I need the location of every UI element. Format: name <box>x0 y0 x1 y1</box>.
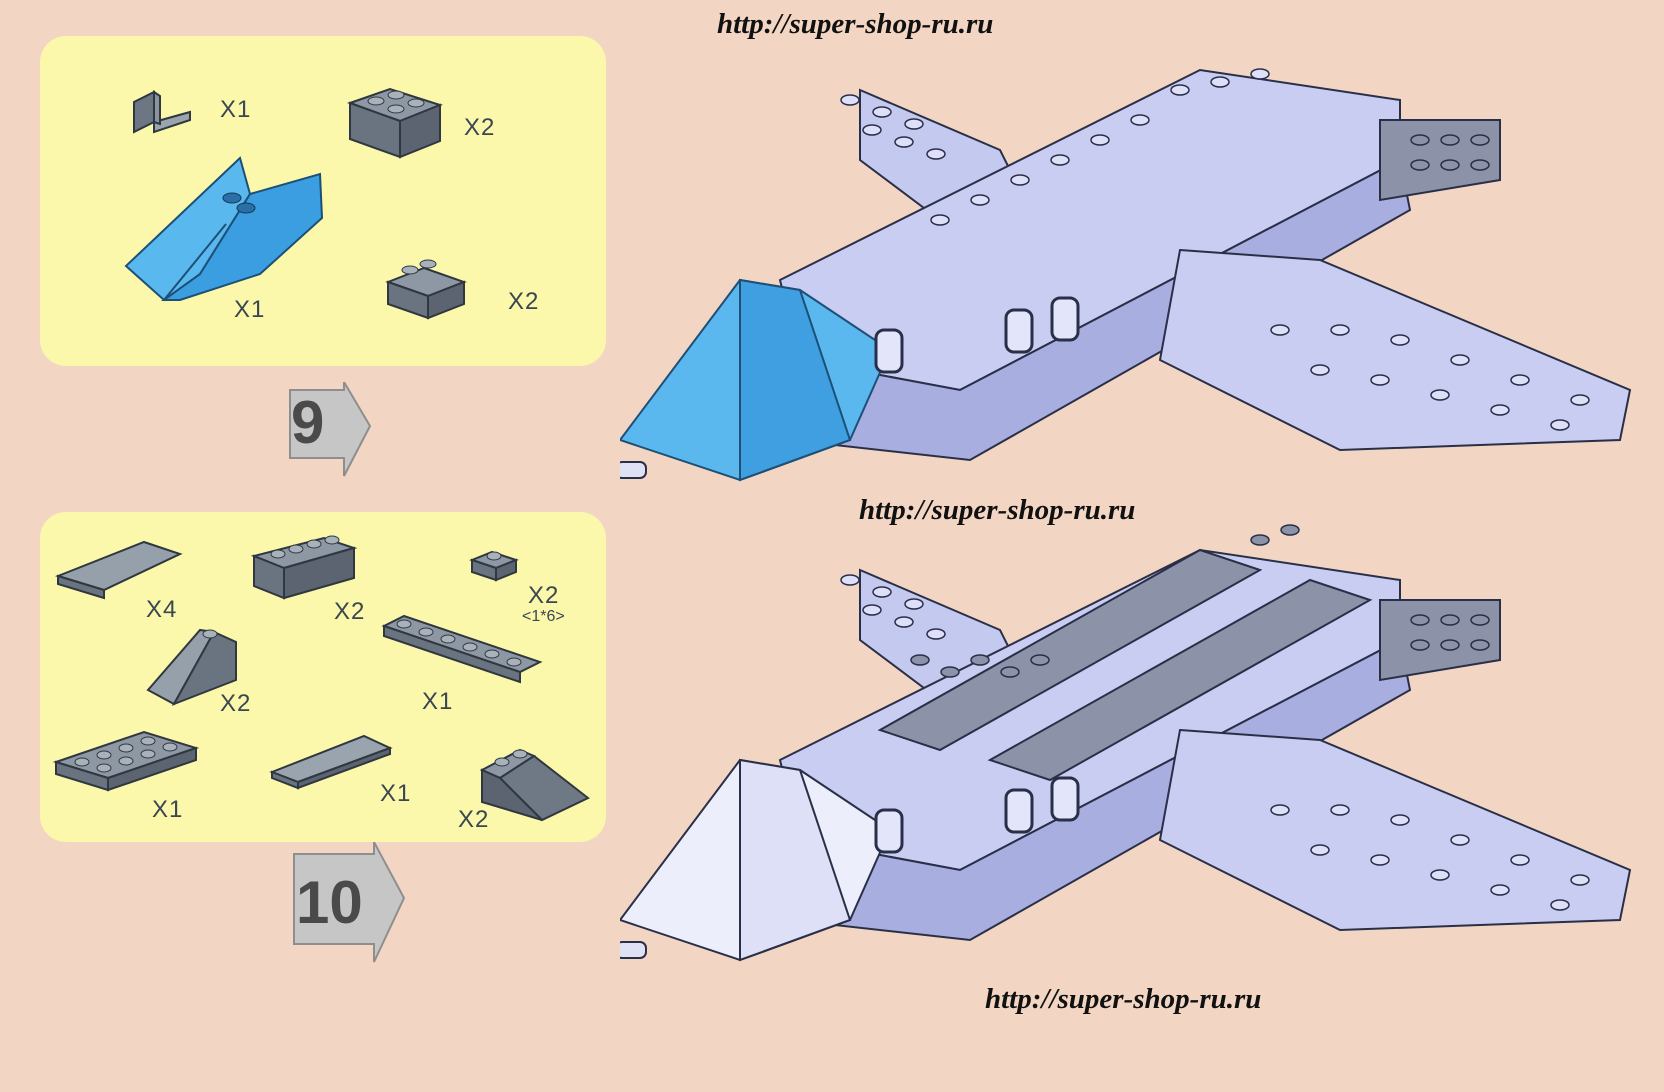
part-qty: X1 <box>234 296 266 323</box>
step-10-number: 10 <box>296 869 363 936</box>
watermark-url-bottom: http://super-shop-ru.ru <box>985 983 1262 1015</box>
step-9-arrow-icon <box>289 382 372 477</box>
step-9-parts-panel: X1 X2 X1 X2 <box>40 36 606 366</box>
part-qty: X2 <box>458 806 490 833</box>
watermark-url-top: http://super-shop-ru.ru <box>717 8 994 40</box>
step-10-arrow-icon <box>293 842 406 963</box>
bracket-brick-icon <box>133 90 191 134</box>
part-qty: X4 <box>146 596 178 623</box>
slope-2x3-icon <box>479 748 590 822</box>
part-qty: X1 <box>220 96 252 123</box>
part-spec: <1*6> <box>522 608 565 625</box>
part-qty: X1 <box>422 688 454 715</box>
slope-1x2-icon <box>146 628 237 706</box>
slope-2x2-icon <box>385 259 467 320</box>
part-qty: X1 <box>380 780 412 807</box>
model-step-9-illustration <box>620 68 1632 482</box>
tile-slope-icon <box>54 540 183 600</box>
part-qty: X1 <box>152 796 184 823</box>
plate-1x1-icon <box>469 550 519 582</box>
part-qty: X2 <box>528 582 560 609</box>
model-step-10-illustration <box>620 524 1632 962</box>
watermark-url-middle: http://super-shop-ru.ru <box>859 494 1136 526</box>
windscreen-icon <box>124 156 324 302</box>
plate-1x6-icon <box>381 614 543 684</box>
brick-2x2-icon <box>347 87 443 159</box>
step-9-number: 9 <box>291 389 325 456</box>
step-10-parts-panel: X4 X2 X2 X2 <box>40 512 606 842</box>
plate-2x4-icon <box>52 730 200 792</box>
part-qty: X2 <box>508 288 540 315</box>
tile-2x4-icon <box>269 734 393 790</box>
brick-1x4-icon <box>250 535 358 600</box>
part-qty: X2 <box>464 114 496 141</box>
part-qty: X2 <box>334 598 366 625</box>
part-qty: X2 <box>220 690 252 717</box>
